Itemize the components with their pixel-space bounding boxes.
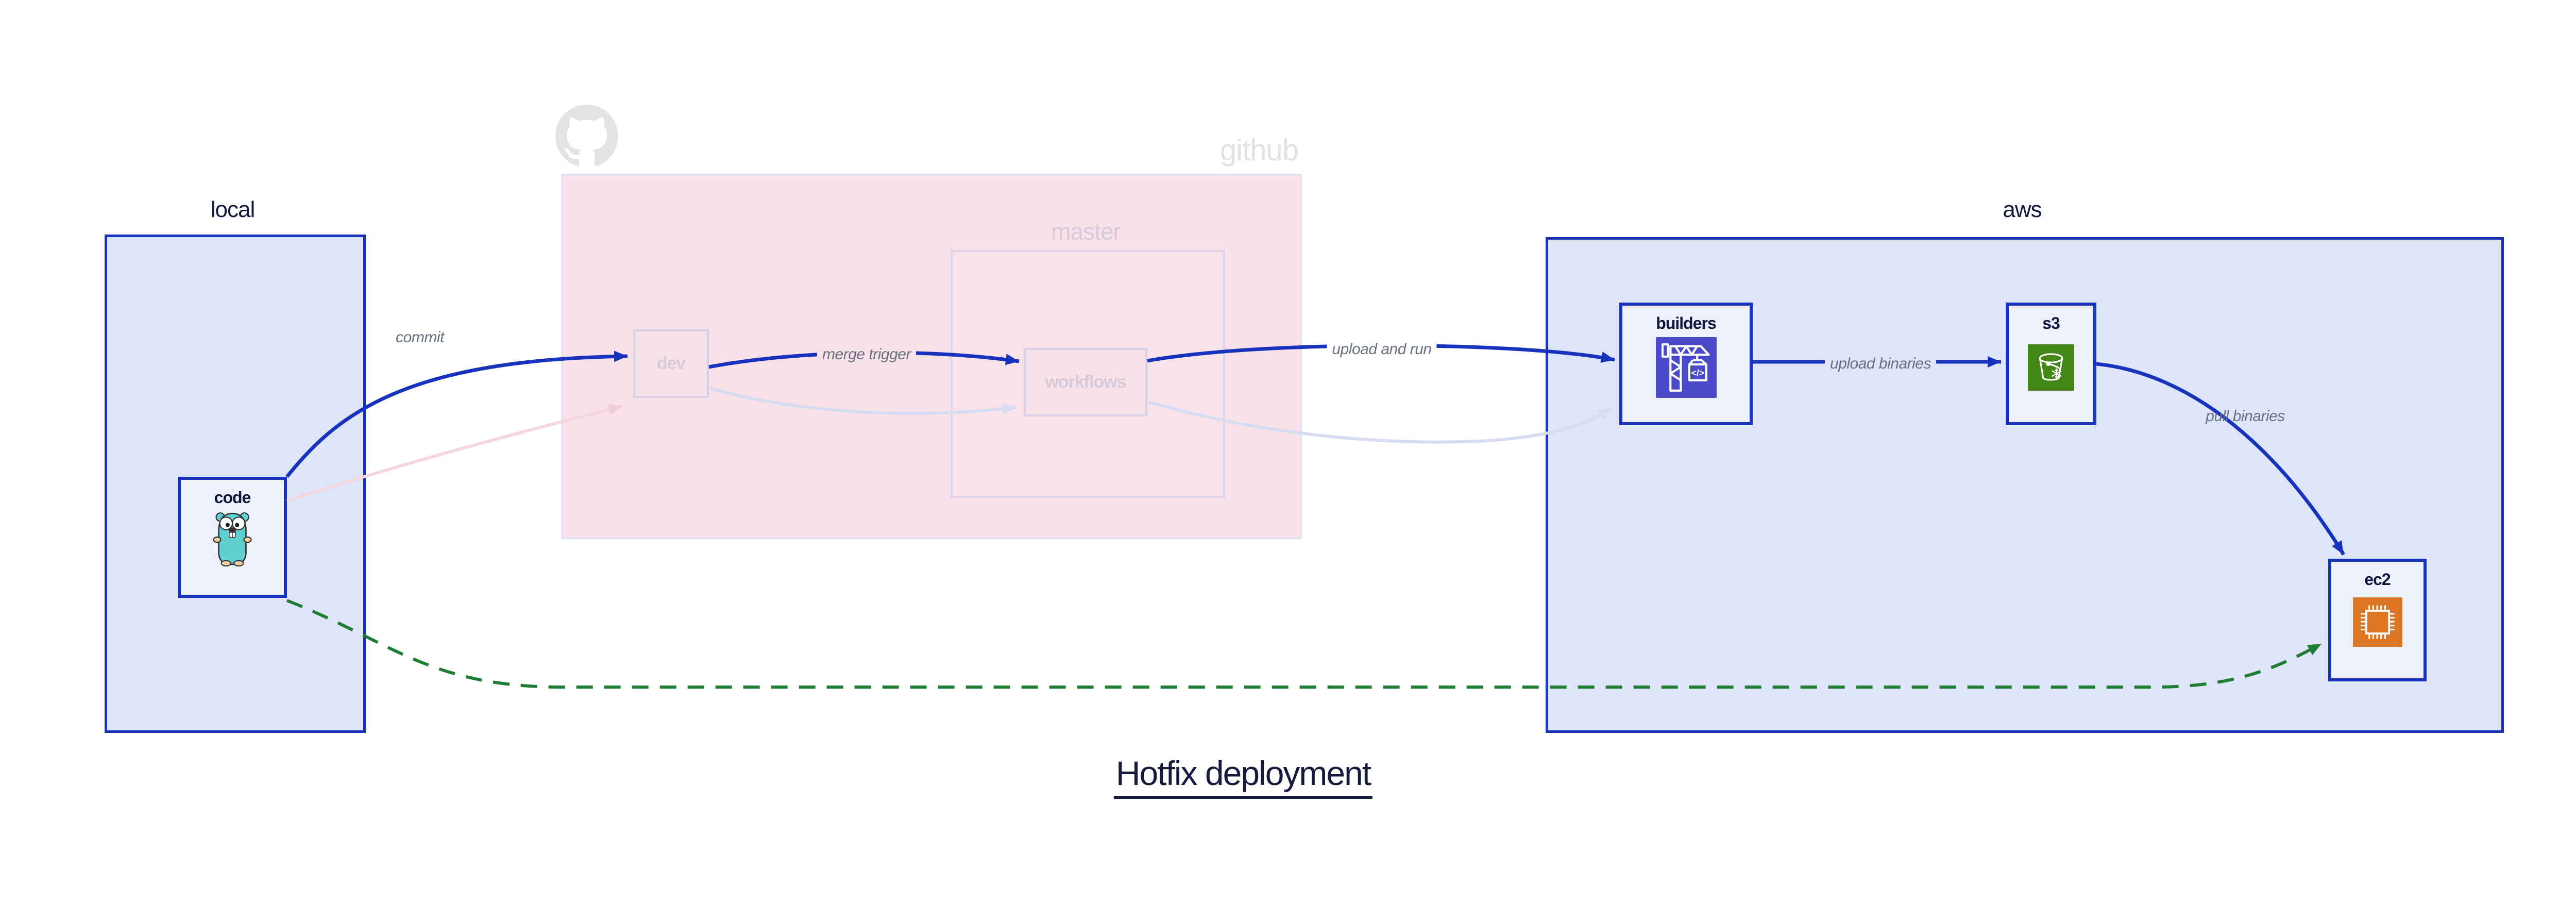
octocat-icon [555,105,618,168]
node-builders: builders </> [1619,303,1753,425]
node-label-ec2: ec2 [2364,570,2391,589]
ec2-chip-icon [2352,597,2402,647]
container-label-local: local [210,197,256,222]
container-label-master: master [1051,218,1121,245]
node-dev: dev [633,329,709,398]
s3-bucket-icon [2028,344,2074,391]
container-label-github: github [1219,133,1299,167]
node-label-s3: s3 [2042,314,2060,332]
edge-label-upload-binaries: upload binaries [1825,354,1936,374]
node-label-code: code [214,488,251,507]
edge-label-pull-binaries: pull binaries [2206,408,2285,425]
edge-label-commit: commit [391,328,449,347]
node-workflows: workflows [1024,348,1147,416]
edge-label-upload-and-run: upload and run [1327,340,1437,359]
node-label-builders: builders [1656,314,1716,332]
node-code: code [178,477,287,598]
page-title: Hotfix deployment [1113,754,1373,799]
node-s3: s3 [2006,303,2096,425]
container-label-aws: aws [2003,197,2042,222]
svg-text:</>: </> [1691,368,1704,378]
node-label-workflows: workflows [1045,372,1126,392]
node-ec2: ec2 [2328,559,2427,681]
edge-label-merge-trigger: merge trigger [817,345,916,364]
codebuild-crane-icon: </> [1655,337,1717,398]
go-gopher-icon [211,510,253,570]
node-label-dev: dev [656,354,686,373]
